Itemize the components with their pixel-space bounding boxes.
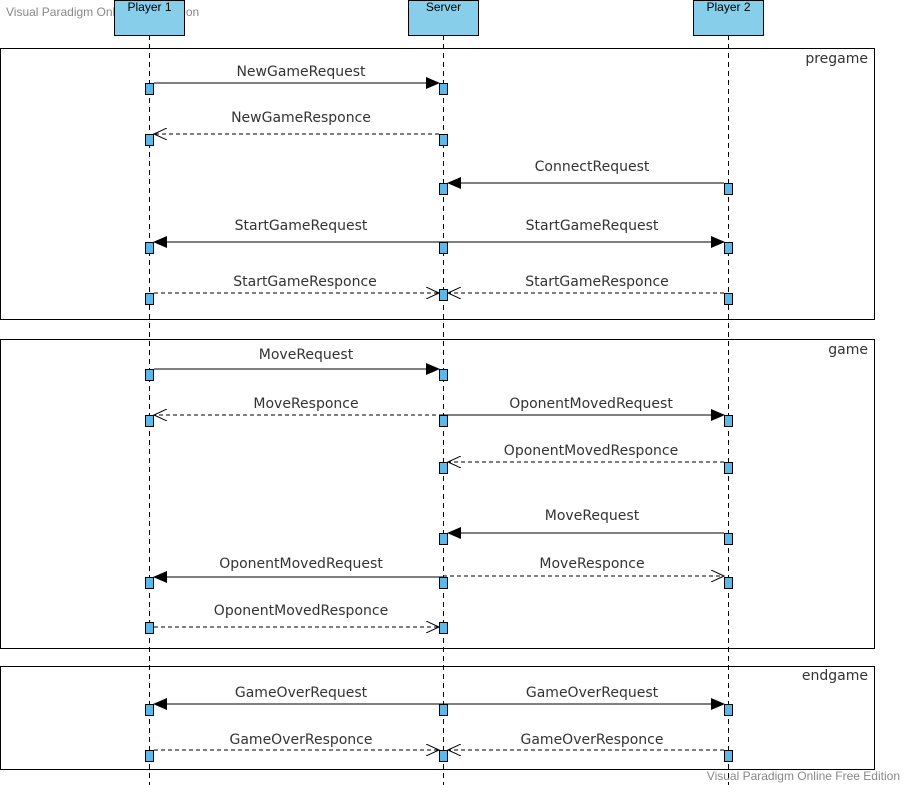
message-label: ConnectRequest [535,159,650,175]
message-label: MoveResponce [539,556,644,572]
activation-boxes [145,83,733,762]
activation-box [724,462,733,474]
activation-box [724,293,733,305]
lifeline-head [408,0,479,36]
message-new-game-request: NewGameRequest [154,64,440,89]
activation-box [145,134,154,146]
activation-box [439,462,448,474]
message-game-over-request-p2: GameOverRequest [443,685,725,710]
activation-box [439,622,448,634]
message-label: GameOverRequest [526,685,659,701]
lifeline-label: Player 2 [706,0,750,14]
fragment-game: game [0,339,875,649]
activation-box [439,134,448,146]
activation-box [439,533,448,545]
message-move-request-p1: MoveRequest [154,347,440,375]
message-start-game-responce-p2: StartGameResponce [448,274,724,293]
activation-box [724,750,733,762]
activation-box [439,415,448,427]
message-label: StartGameRequest [235,218,368,234]
message-move-responce-p1: MoveResponce [154,396,443,415]
activation-box [145,704,154,716]
message-label: OponentMovedRequest [509,396,673,412]
message-connect-request: ConnectRequest [447,159,724,189]
message-oponent-moved-request-p1: OponentMovedRequest [153,556,443,583]
message-move-request-p2: MoveRequest [447,508,724,539]
activation-box [145,622,154,634]
activation-box [439,83,448,95]
message-oponent-moved-request-p2: OponentMovedRequest [443,396,725,421]
activation-box [145,750,154,762]
message-label: OponentMovedRequest [219,556,383,572]
message-label: GameOverRequest [235,685,368,701]
fragment-label: endgame [802,668,868,684]
activation-box [145,415,154,427]
fragment-label: game [828,342,868,358]
activation-box [439,242,448,254]
activation-box [145,83,154,95]
activation-box [439,577,448,589]
message-label: OponentMovedResponce [504,443,678,459]
message-label: StartGameRequest [526,218,659,234]
message-label: StartGameResponce [525,274,669,290]
message-label: MoveRequest [259,347,354,363]
message-start-game-request-p1: StartGameRequest [153,218,443,248]
fragment-frame [0,339,875,649]
fragment-frame [0,666,875,770]
lifeline-player-1: Player 1 [114,0,185,785]
message-label: GameOverResponce [230,732,373,748]
message-new-game-responce: NewGameResponce [154,110,439,134]
message-game-over-responce-p2: GameOverResponce [448,732,724,750]
message-label: NewGameResponce [231,110,371,126]
message-label: MoveResponce [253,396,358,412]
watermark-bottom-right: Visual Paradigm Online Free Edition [707,769,900,783]
activation-box [439,704,448,716]
message-label: StartGameResponce [233,274,377,290]
activation-box [439,369,448,381]
activation-box [724,242,733,254]
activation-box [145,577,154,589]
activation-box [145,369,154,381]
message-start-game-responce-p1: StartGameResponce [154,274,439,293]
lifeline-player-2: Player 2 [693,0,764,785]
message-game-over-responce-p1: GameOverResponce [154,732,439,750]
activation-box [439,183,448,195]
fragment-endgame: endgame [0,666,875,770]
lifeline-head [114,0,185,36]
fragment-pregame: pregame [0,48,875,320]
activation-box [145,242,154,254]
activation-box [439,750,448,762]
lifeline-label: Server [426,0,461,14]
activation-box [439,289,448,301]
lifeline-head [693,0,764,36]
message-game-over-request-p1: GameOverRequest [153,685,443,710]
message-move-responce-p2: MoveResponce [443,556,724,576]
fragment-frame [0,48,875,320]
activation-box [724,183,733,195]
message-oponent-moved-responce-p2: OponentMovedResponce [448,443,724,462]
lifeline-label: Player 1 [127,0,171,14]
message-label: NewGameRequest [236,64,366,80]
message-label: GameOverResponce [521,732,664,748]
message-label: MoveRequest [545,508,640,524]
activation-box [724,533,733,545]
activation-box [724,577,733,589]
activation-box [724,704,733,716]
activation-box [145,293,154,305]
lifeline-server: Server [408,0,479,785]
message-start-game-request-p2: StartGameRequest [443,218,725,248]
message-label: OponentMovedResponce [214,603,388,619]
fragment-label: pregame [805,51,868,67]
activation-box [724,415,733,427]
message-oponent-moved-responce-p1: OponentMovedResponce [154,603,439,627]
